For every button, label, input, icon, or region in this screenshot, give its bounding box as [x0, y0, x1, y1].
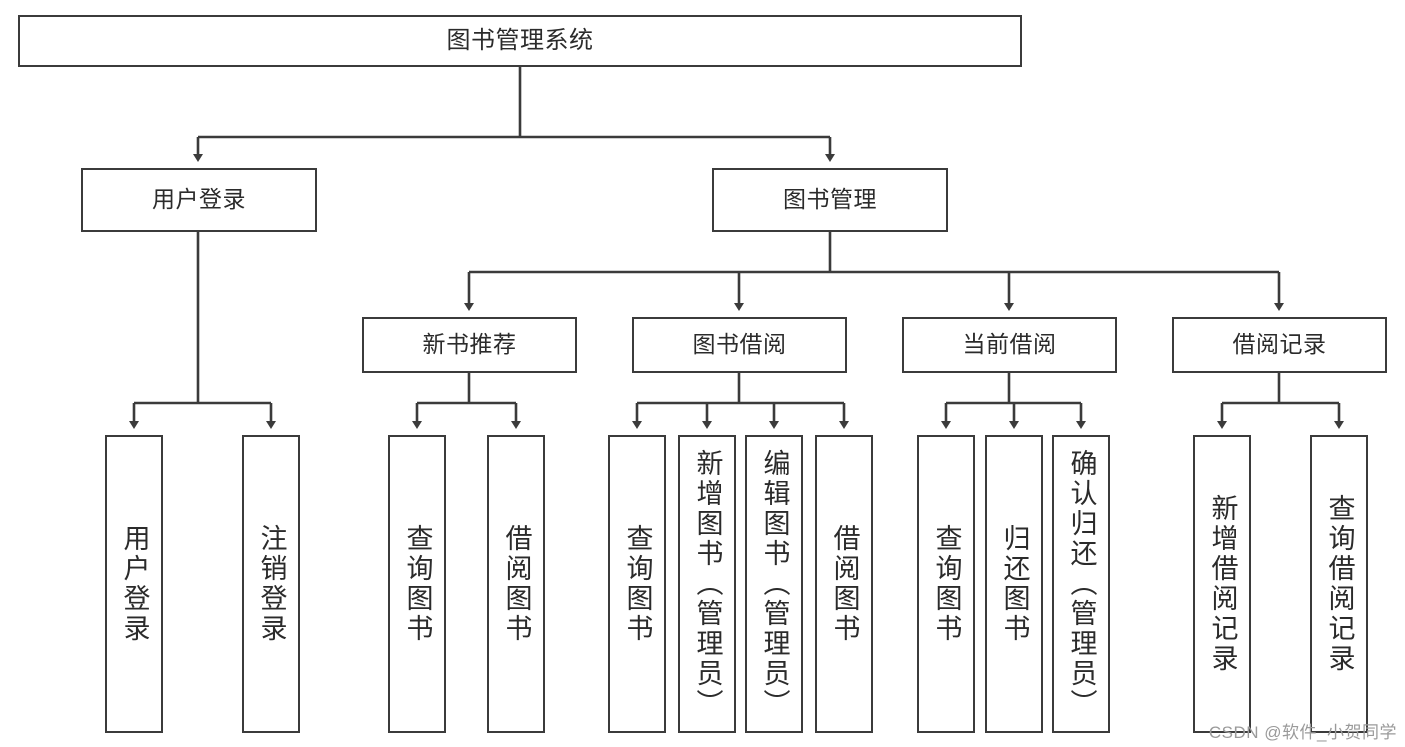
node-leaf-borrow-book-2[interactable]: 借阅图书 — [815, 435, 873, 733]
node-label: 借阅图书 — [829, 524, 860, 644]
node-leaf-user-login[interactable]: 用户登录 — [105, 435, 163, 733]
node-new-book-recommend[interactable]: 新书推荐 — [362, 317, 577, 373]
node-label: 新增图书（管理员） — [692, 449, 723, 719]
node-label: 用户登录 — [152, 186, 246, 213]
node-label: 归还图书 — [999, 524, 1030, 644]
node-label: 查询图书 — [402, 524, 433, 644]
node-label: 新增借阅记录 — [1207, 494, 1238, 674]
node-label: 确认归还（管理员） — [1066, 449, 1097, 719]
node-label: 图书借阅 — [692, 331, 787, 358]
node-label: 借阅记录 — [1232, 331, 1327, 358]
node-leaf-query-book-3[interactable]: 查询图书 — [917, 435, 975, 733]
node-label: 用户登录 — [119, 524, 150, 644]
node-book-borrow[interactable]: 图书借阅 — [632, 317, 847, 373]
node-leaf-query-book-1[interactable]: 查询图书 — [388, 435, 446, 733]
node-label: 查询图书 — [931, 524, 962, 644]
node-leaf-add-record[interactable]: 新增借阅记录 — [1193, 435, 1251, 733]
node-label: 借阅图书 — [501, 524, 532, 644]
node-leaf-logout-login[interactable]: 注销登录 — [242, 435, 300, 733]
node-label: 查询图书 — [622, 524, 653, 644]
node-leaf-confirm-return[interactable]: 确认归还（管理员） — [1052, 435, 1110, 733]
node-leaf-edit-book[interactable]: 编辑图书（管理员） — [745, 435, 803, 733]
node-label: 图书管理 — [783, 186, 877, 213]
node-label: 注销登录 — [256, 524, 287, 644]
node-label: 新书推荐 — [422, 331, 517, 358]
node-leaf-query-book-2[interactable]: 查询图书 — [608, 435, 666, 733]
node-label: 当前借阅 — [962, 331, 1057, 358]
node-user-login[interactable]: 用户登录 — [81, 168, 317, 232]
node-label: 编辑图书（管理员） — [759, 449, 790, 719]
node-book-management-system[interactable]: 图书管理系统 — [18, 15, 1022, 67]
node-book-management[interactable]: 图书管理 — [712, 168, 948, 232]
node-borrow-record[interactable]: 借阅记录 — [1172, 317, 1387, 373]
node-label: 图书管理系统 — [446, 26, 594, 54]
watermark-text: CSDN @软件_小贺同学 — [1208, 723, 1397, 742]
node-leaf-borrow-book-1[interactable]: 借阅图书 — [487, 435, 545, 733]
node-label: 查询借阅记录 — [1324, 494, 1355, 674]
node-leaf-add-book[interactable]: 新增图书（管理员） — [678, 435, 736, 733]
node-leaf-return-book[interactable]: 归还图书 — [985, 435, 1043, 733]
node-current-borrow[interactable]: 当前借阅 — [902, 317, 1117, 373]
node-leaf-query-record[interactable]: 查询借阅记录 — [1310, 435, 1368, 733]
